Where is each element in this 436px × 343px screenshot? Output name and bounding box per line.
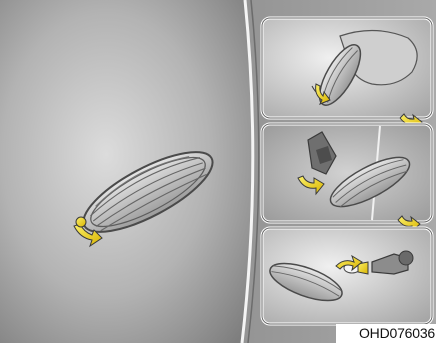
step-1-panel [262, 18, 432, 118]
step-2-panel [262, 124, 432, 222]
car-body-surface [0, 0, 253, 343]
figure-code-label: OHD076036 [336, 324, 436, 343]
step-3-panel [262, 228, 432, 324]
